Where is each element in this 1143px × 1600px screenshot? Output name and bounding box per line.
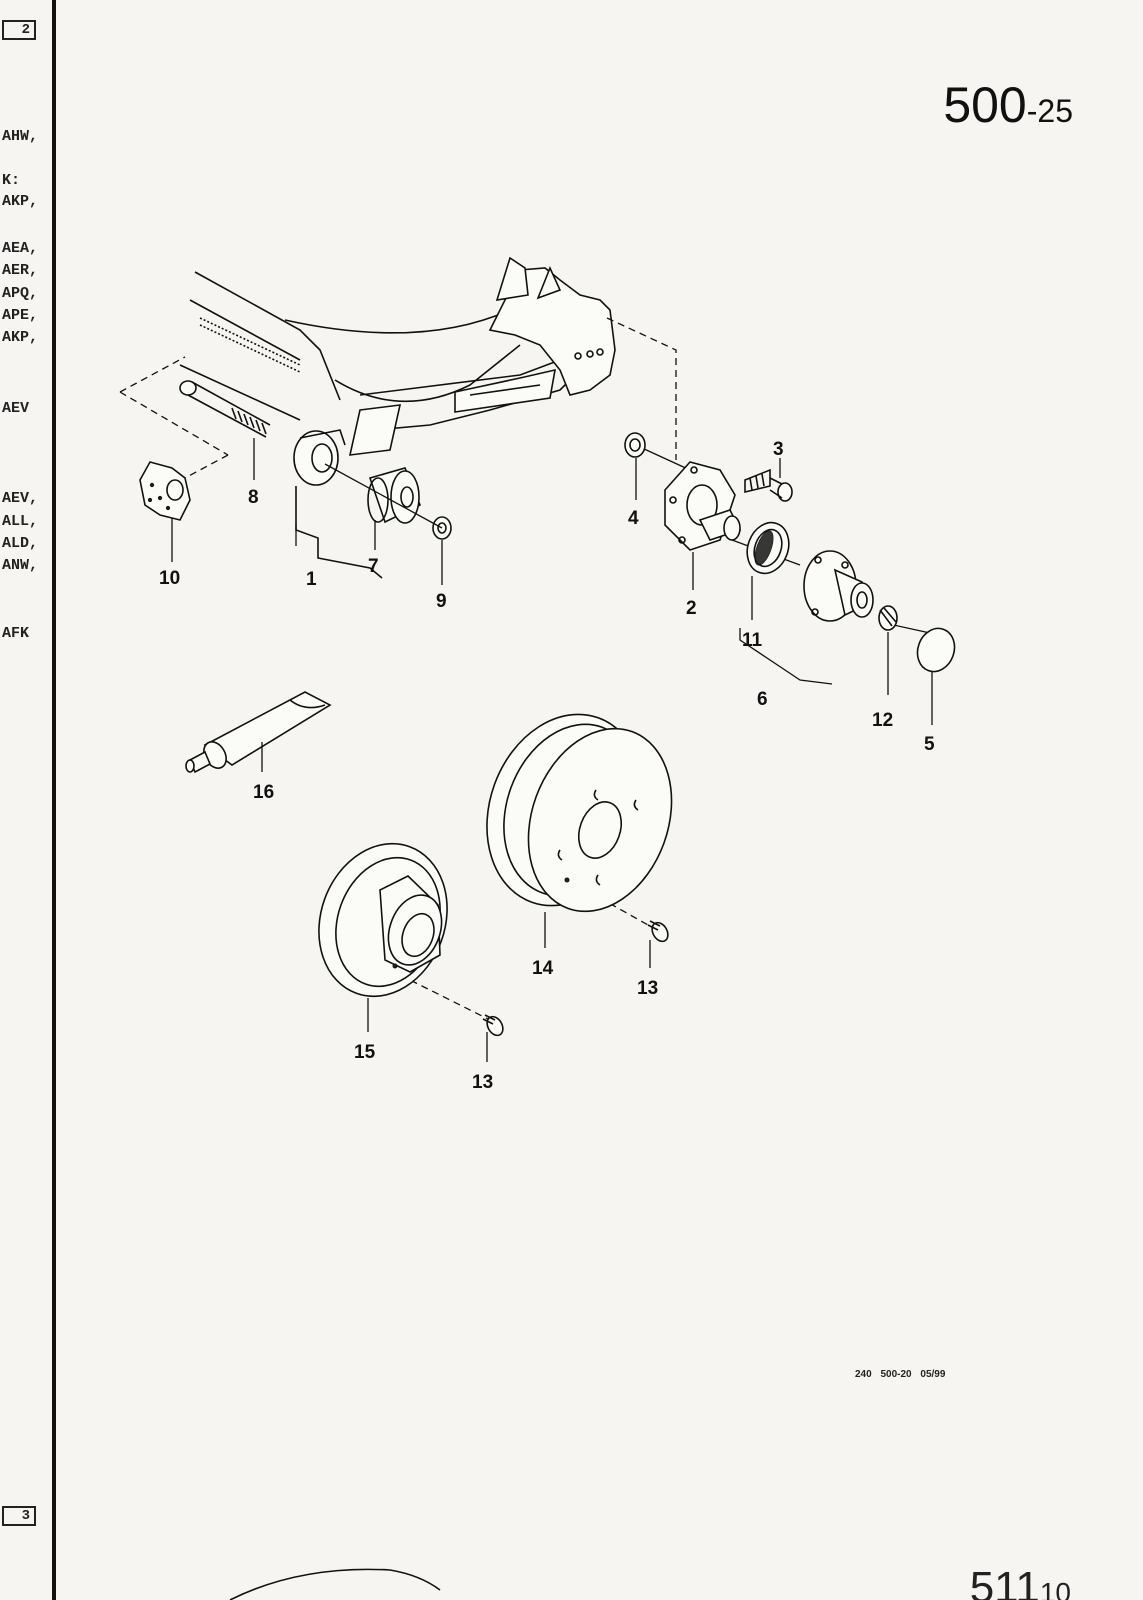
engine-code: ALD, [2, 535, 39, 552]
bush-drawing [367, 467, 422, 524]
engine-code: ALL, [2, 513, 39, 530]
callout-11: 11 [742, 630, 763, 651]
callout-12: 12 [872, 710, 893, 731]
rear-axle-beam-drawing [179, 256, 616, 579]
callout-7: 7 [368, 556, 379, 577]
page-number-main: 500 [943, 77, 1027, 133]
grease-cap-drawing [916, 627, 956, 673]
engine-code: AER, [2, 262, 39, 279]
assembly-lines [119, 317, 931, 1021]
callout-14: 14 [532, 958, 554, 979]
box-reference-bottom: 3 [2, 1506, 36, 1526]
callout-3: 3 [773, 439, 784, 460]
drawing-reference-code: 240 500-20 05/99 [855, 1369, 946, 1380]
next-page-number-sub: 10 [1039, 1577, 1071, 1600]
wheel-bolt-drawing [744, 468, 793, 502]
grease-tube-drawing [185, 691, 332, 774]
bolt-drawing [179, 380, 271, 438]
engine-code: AEV [2, 400, 30, 417]
wheel-hub-drawing [803, 550, 874, 622]
callout-13: 13 [637, 978, 658, 999]
callout-1: 1 [306, 569, 317, 590]
callout-leaders [171, 438, 933, 1062]
engine-code: K: [2, 172, 21, 189]
brake-disc-drawing [318, 842, 448, 998]
engine-code: APQ, [2, 285, 39, 302]
engine-code: ANW, [2, 557, 39, 574]
brake-drum-drawing [486, 713, 673, 913]
callout-16: 16 [253, 782, 274, 803]
callout-5: 5 [924, 734, 935, 755]
callout-labels: 1 2 3 4 5 6 7 8 9 10 11 12 13 13 14 15 1… [159, 439, 935, 1093]
screw-drawing [482, 920, 669, 1037]
engine-code: AEV, [2, 490, 39, 507]
callout-6: 6 [757, 689, 768, 710]
next-drawing-fragment [229, 1568, 441, 1600]
callout-9: 9 [436, 591, 447, 612]
hub-nut-drawing [878, 605, 898, 631]
page-number: 500-25 [943, 76, 1073, 134]
box-reference-top: 2 [2, 20, 36, 40]
engine-code: AFK [2, 625, 30, 642]
callout-8: 8 [248, 487, 259, 508]
page-number-sub: -25 [1026, 93, 1073, 129]
callout-2: 2 [686, 598, 697, 619]
callout-13: 13 [472, 1072, 493, 1093]
engine-code: AKP, [2, 193, 39, 210]
assembly-braces [295, 524, 833, 685]
next-page-number: 51110 [970, 1566, 1071, 1600]
engine-code: AKP, [2, 329, 39, 346]
washer-drawing [624, 432, 646, 458]
bracket-drawing [139, 461, 191, 521]
engine-code: APE, [2, 307, 39, 324]
stub-axle-drawing [664, 461, 742, 551]
engine-code: AEA, [2, 240, 39, 257]
next-page-number-main: 511 [969, 1566, 1040, 1600]
callout-10: 10 [159, 568, 180, 589]
seal-ring-drawing [746, 521, 790, 575]
engine-code: AHW, [2, 128, 39, 145]
callout-4: 4 [628, 508, 639, 529]
callout-15: 15 [354, 1042, 376, 1063]
adjacent-page-strip: 2 AHW, K: AKP, AEA, AER, APQ, APE, AKP, … [0, 0, 56, 1600]
